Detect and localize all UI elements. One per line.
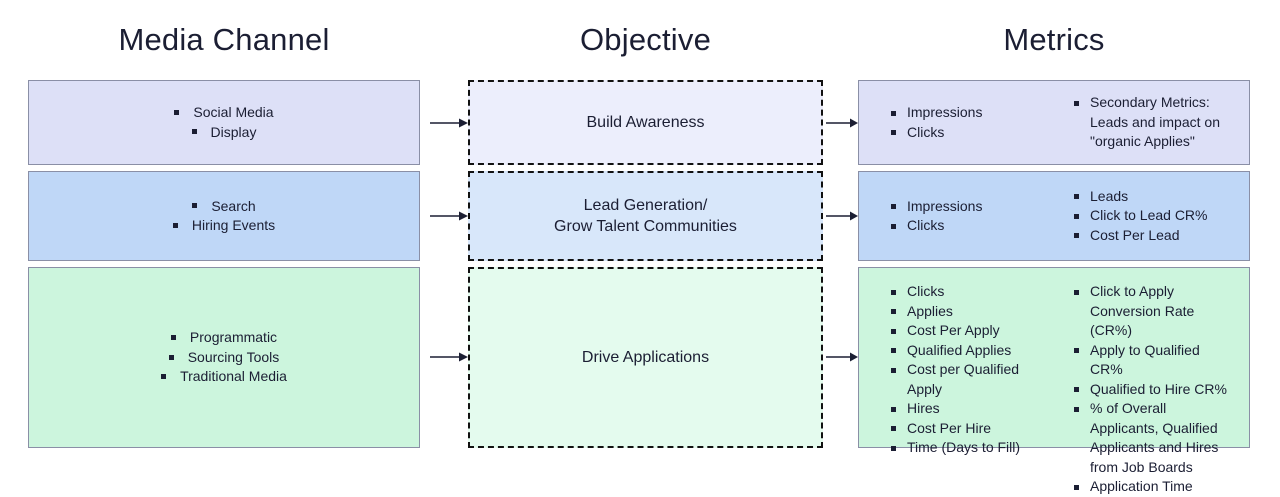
media-channel-box-row-2: Search Hiring Events bbox=[28, 171, 420, 261]
objective-label: Drive Applications bbox=[581, 349, 710, 366]
list-item: Hires bbox=[889, 399, 1052, 419]
list-item: Time (Days to Fill) bbox=[889, 438, 1052, 458]
bullet-list: Search Hiring Events bbox=[172, 197, 276, 236]
list-item: Clicks bbox=[889, 216, 1052, 236]
column-title-metrics: Metrics bbox=[1003, 22, 1105, 57]
list-item-label: Hiring Events bbox=[191, 217, 276, 233]
list-item: Cost per Qualified Apply bbox=[889, 360, 1052, 399]
list-item: Display bbox=[174, 123, 273, 143]
list-item: Cost Per Hire bbox=[889, 419, 1052, 439]
list-item: Click to Apply Conversion Rate (CR%) bbox=[1072, 282, 1235, 341]
metrics-columns-row-2: Impressions Clicks Leads Click to Lead C… bbox=[859, 172, 1249, 260]
objective-box-row-2: Lead Generation/ Grow Talent Communities bbox=[468, 171, 823, 261]
metrics-box-row-1: Impressions Clicks Secondary Metrics: Le… bbox=[858, 80, 1250, 165]
metrics-secondary-row-3: Click to Apply Conversion Rate (CR%) App… bbox=[1062, 282, 1235, 497]
list-item: Secondary Metrics: Leads and impact on "… bbox=[1072, 93, 1235, 152]
list-item: Click to Lead CR% bbox=[1072, 206, 1235, 226]
list-item: Search bbox=[173, 197, 275, 217]
list-item-label: Display bbox=[210, 123, 257, 140]
metrics-columns-row-1: Impressions Clicks Secondary Metrics: Le… bbox=[859, 81, 1249, 164]
bullet-list: Impressions Clicks bbox=[889, 197, 1052, 236]
bullet-list: Leads Click to Lead CR% Cost Per Lead bbox=[1072, 187, 1235, 246]
list-item: Clicks bbox=[889, 282, 1052, 302]
list-item-label: Programmatic bbox=[189, 329, 278, 346]
metrics-primary-row-3: Clicks Applies Cost Per Apply Qualified … bbox=[873, 282, 1052, 458]
media-channel-list-row-2: Search Hiring Events bbox=[29, 197, 419, 236]
metrics-primary-row-2: Impressions Clicks bbox=[873, 197, 1052, 236]
metrics-columns-row-3: Clicks Applies Cost Per Apply Qualified … bbox=[859, 268, 1249, 494]
metrics-box-row-3: Clicks Applies Cost Per Apply Qualified … bbox=[858, 267, 1250, 494]
bullet-list: Click to Apply Conversion Rate (CR%) App… bbox=[1072, 282, 1235, 497]
media-channel-list-row-1: Social Media Display bbox=[29, 103, 419, 142]
flow-diagram: Media Channel Objective Metrics Social M… bbox=[28, 22, 1250, 494]
column-title-objective: Objective bbox=[579, 22, 712, 57]
arrow-right-icon bbox=[430, 118, 468, 128]
objective-box-row-3: Drive Applications bbox=[468, 267, 823, 448]
media-channel-box-row-1: Social Media Display bbox=[28, 80, 420, 165]
metrics-secondary-row-1: Secondary Metrics: Leads and impact on "… bbox=[1062, 93, 1235, 152]
arrow-right-icon bbox=[826, 352, 858, 362]
column-title-media-channel: Media Channel bbox=[118, 22, 330, 57]
list-item: Application Time bbox=[1072, 477, 1235, 497]
metrics-box-row-2: Impressions Clicks Leads Click to Lead C… bbox=[858, 171, 1250, 261]
objective-label: Build Awareness bbox=[586, 114, 705, 131]
objective-label: Lead Generation/ Grow Talent Communities bbox=[554, 197, 737, 235]
list-item: Applies bbox=[889, 302, 1052, 322]
metrics-secondary-row-2: Leads Click to Lead CR% Cost Per Lead bbox=[1062, 187, 1235, 246]
list-item: Impressions bbox=[889, 197, 1052, 217]
arrow-right-icon bbox=[826, 118, 858, 128]
list-item: % of Overall Applicants, Qualified Appli… bbox=[1072, 399, 1235, 477]
media-channel-list-row-3: Programmatic Sourcing Tools Traditional … bbox=[29, 328, 419, 387]
list-item: Qualified Applies bbox=[889, 341, 1052, 361]
bullet-list: Programmatic Sourcing Tools Traditional … bbox=[161, 328, 287, 387]
arrow-right-icon bbox=[430, 352, 468, 362]
square-bullet-icon bbox=[170, 335, 176, 341]
square-bullet-icon bbox=[191, 129, 197, 135]
list-item-label: Traditional Media bbox=[180, 368, 287, 385]
list-item: Cost Per Lead bbox=[1072, 226, 1235, 246]
list-item: Sourcing Tools bbox=[161, 348, 287, 368]
square-bullet-icon bbox=[161, 374, 167, 380]
objective-box-row-1: Build Awareness bbox=[468, 80, 823, 165]
bullet-list: Clicks Applies Cost Per Apply Qualified … bbox=[889, 282, 1052, 458]
bullet-list: Social Media Display bbox=[174, 103, 274, 143]
list-item-label: Sourcing Tools bbox=[187, 348, 280, 365]
bullet-list: Impressions Clicks bbox=[889, 103, 1052, 142]
list-item: Hiring Events bbox=[172, 216, 276, 236]
square-bullet-icon bbox=[172, 222, 178, 228]
bullet-list: Secondary Metrics: Leads and impact on "… bbox=[1072, 93, 1235, 152]
list-item: Cost Per Apply bbox=[889, 321, 1052, 341]
square-bullet-icon bbox=[174, 109, 180, 115]
arrow-right-icon bbox=[826, 211, 858, 221]
media-channel-box-row-3: Programmatic Sourcing Tools Traditional … bbox=[28, 267, 420, 448]
arrow-right-icon bbox=[430, 211, 468, 221]
list-item-label: Search bbox=[211, 197, 256, 214]
list-item: Clicks bbox=[889, 123, 1052, 143]
list-item-label: Social Media bbox=[193, 104, 274, 120]
list-item: Qualified to Hire CR% bbox=[1072, 380, 1235, 400]
list-item: Leads bbox=[1072, 187, 1235, 207]
square-bullet-icon bbox=[192, 203, 198, 209]
list-item: Social Media bbox=[174, 103, 274, 123]
list-item: Apply to Qualified CR% bbox=[1072, 341, 1235, 380]
list-item: Impressions bbox=[889, 103, 1052, 123]
list-item: Programmatic bbox=[161, 328, 287, 348]
list-item: Traditional Media bbox=[161, 367, 287, 387]
metrics-primary-row-1: Impressions Clicks bbox=[873, 103, 1052, 142]
square-bullet-icon bbox=[168, 354, 174, 360]
